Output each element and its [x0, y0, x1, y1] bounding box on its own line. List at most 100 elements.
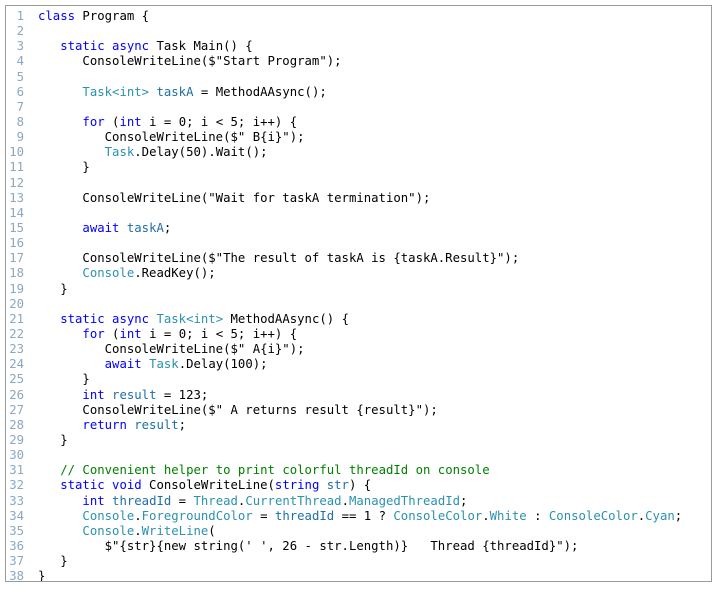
code-line: 30 [6, 448, 711, 463]
code-token: int [119, 114, 142, 129]
code-token: return [82, 417, 127, 432]
code-token: ConsoleColor [393, 508, 483, 523]
code-token [319, 478, 326, 492]
line-number: 22 [9, 326, 24, 341]
code-text: ConsoleWriteLine($"Start Program"); [38, 54, 342, 69]
line-number: 33 [9, 493, 24, 508]
code-token: static async [60, 311, 150, 326]
code-token: ; [460, 493, 468, 508]
line-number: 28 [9, 417, 24, 432]
code-token: ConsoleWriteLine($" B{i}"); [38, 130, 305, 145]
code-token: . [341, 493, 349, 508]
line-number: 8 [16, 114, 24, 129]
code-token: Console [82, 508, 135, 523]
code-text: } [38, 372, 89, 387]
code-text: Console.WriteLine( [38, 523, 215, 539]
code-line: 13 ConsoleWriteLine("Wait for taskA term… [6, 191, 711, 206]
code-text: Console.ReadKey(); [38, 266, 215, 281]
code-token [38, 39, 60, 53]
code-token: ; [674, 508, 683, 523]
line-number: 9 [16, 130, 24, 145]
code-line: 24 await Task.Delay(100); [6, 357, 711, 372]
code-token: . [237, 493, 246, 508]
code-line: 12 [6, 176, 711, 191]
code-token: } [38, 160, 90, 175]
code-token: result [112, 387, 157, 402]
code-token: static async [60, 39, 150, 54]
code-token: = MethodAAsync(); [193, 84, 327, 99]
code-token [38, 478, 60, 492]
code-token: ConsoleWriteLine("Wait for taskA termina… [38, 190, 431, 205]
code-token: . [482, 508, 490, 523]
code-token: ( [104, 326, 120, 341]
line-number: 3 [16, 39, 24, 54]
code-token: : [526, 508, 549, 523]
line-number: 2 [16, 24, 24, 39]
code-token: int [82, 493, 105, 508]
code-token: i = 0; i < 5; i++) { [141, 326, 298, 341]
code-text: for (int i = 0; i < 5; i++) { [38, 115, 297, 130]
code-text: await Task.Delay(100); [38, 357, 268, 372]
code-text: ConsoleWriteLine($" A{i}"); [38, 342, 305, 357]
code-token: $"{str}{new string(' ', 26 - str.Length)… [38, 538, 579, 553]
code-line: 17 ConsoleWriteLine($"The result of task… [6, 251, 711, 266]
code-token: int [119, 326, 142, 341]
code-text: } [38, 432, 68, 448]
line-number: 6 [16, 84, 24, 99]
code-line: 37 } [6, 554, 711, 569]
code-token [38, 463, 60, 477]
code-line: 21 static async Task<int> MethodAAsync()… [6, 312, 711, 327]
code-token [38, 494, 82, 508]
line-number: 35 [9, 523, 24, 538]
code-token: CurrentThread [245, 493, 342, 508]
code-token: threadId [274, 508, 335, 523]
code-token: = [252, 508, 275, 523]
code-line: 36 $"{str}{new string(' ', 26 - str.Leng… [6, 539, 711, 554]
code-token: . [134, 523, 142, 538]
code-text: ConsoleWriteLine($"The result of taskA i… [38, 251, 519, 266]
code-token: } [38, 432, 68, 447]
code-token: await [82, 220, 120, 235]
code-line: 34 Console.ForegroundColor = threadId ==… [6, 509, 711, 524]
code-line: 2 [6, 24, 711, 39]
code-line: 25 } [6, 372, 711, 387]
code-token: Task<int> [82, 84, 150, 99]
code-token: static void [60, 478, 142, 493]
code-token: int [82, 387, 105, 402]
code-token: str [326, 478, 349, 493]
code-token: await [104, 357, 142, 372]
line-number: 25 [9, 372, 24, 387]
code-text: class Program { [38, 9, 149, 24]
line-number: 29 [9, 432, 24, 447]
code-text: static async Task<int> MethodAAsync() { [38, 312, 349, 327]
code-token: taskA [126, 220, 164, 235]
code-text: Task<int> taskA = MethodAAsync(); [38, 84, 327, 100]
line-number: 12 [9, 175, 24, 190]
code-token: string [274, 478, 320, 493]
line-number: 14 [9, 205, 24, 220]
code-text: Console.ForegroundColor = threadId == 1 … [38, 509, 682, 524]
code-token: ForegroundColor [141, 508, 253, 523]
code-token: ConsoleWriteLine($"Start Program"); [38, 54, 342, 69]
code-token: ConsoleWriteLine($"The result of taskA i… [38, 251, 520, 266]
code-text: } [38, 554, 67, 569]
code-text: int threadId = Thread.CurrentThread.Mana… [38, 494, 467, 509]
code-line: 38} [6, 569, 711, 581]
code-line: 33 int threadId = Thread.CurrentThread.M… [6, 494, 711, 509]
code-token [105, 494, 112, 508]
code-token: ConsoleWriteLine($" A returns result {re… [38, 402, 438, 417]
code-token: Thread [193, 493, 238, 508]
line-number: 36 [9, 538, 24, 553]
code-token: Program { [75, 9, 150, 23]
line-number: 19 [9, 281, 24, 296]
line-number: 1 [16, 9, 24, 23]
code-line: 28 return result; [6, 418, 711, 433]
code-line: 14 [6, 206, 711, 221]
line-number: 27 [9, 402, 24, 417]
code-text: for (int i = 0; i < 5; i++) { [38, 327, 297, 342]
code-text: static void ConsoleWriteLine(string str)… [38, 478, 371, 493]
code-text: } [38, 569, 45, 581]
code-token [38, 327, 82, 341]
code-token [105, 388, 112, 402]
